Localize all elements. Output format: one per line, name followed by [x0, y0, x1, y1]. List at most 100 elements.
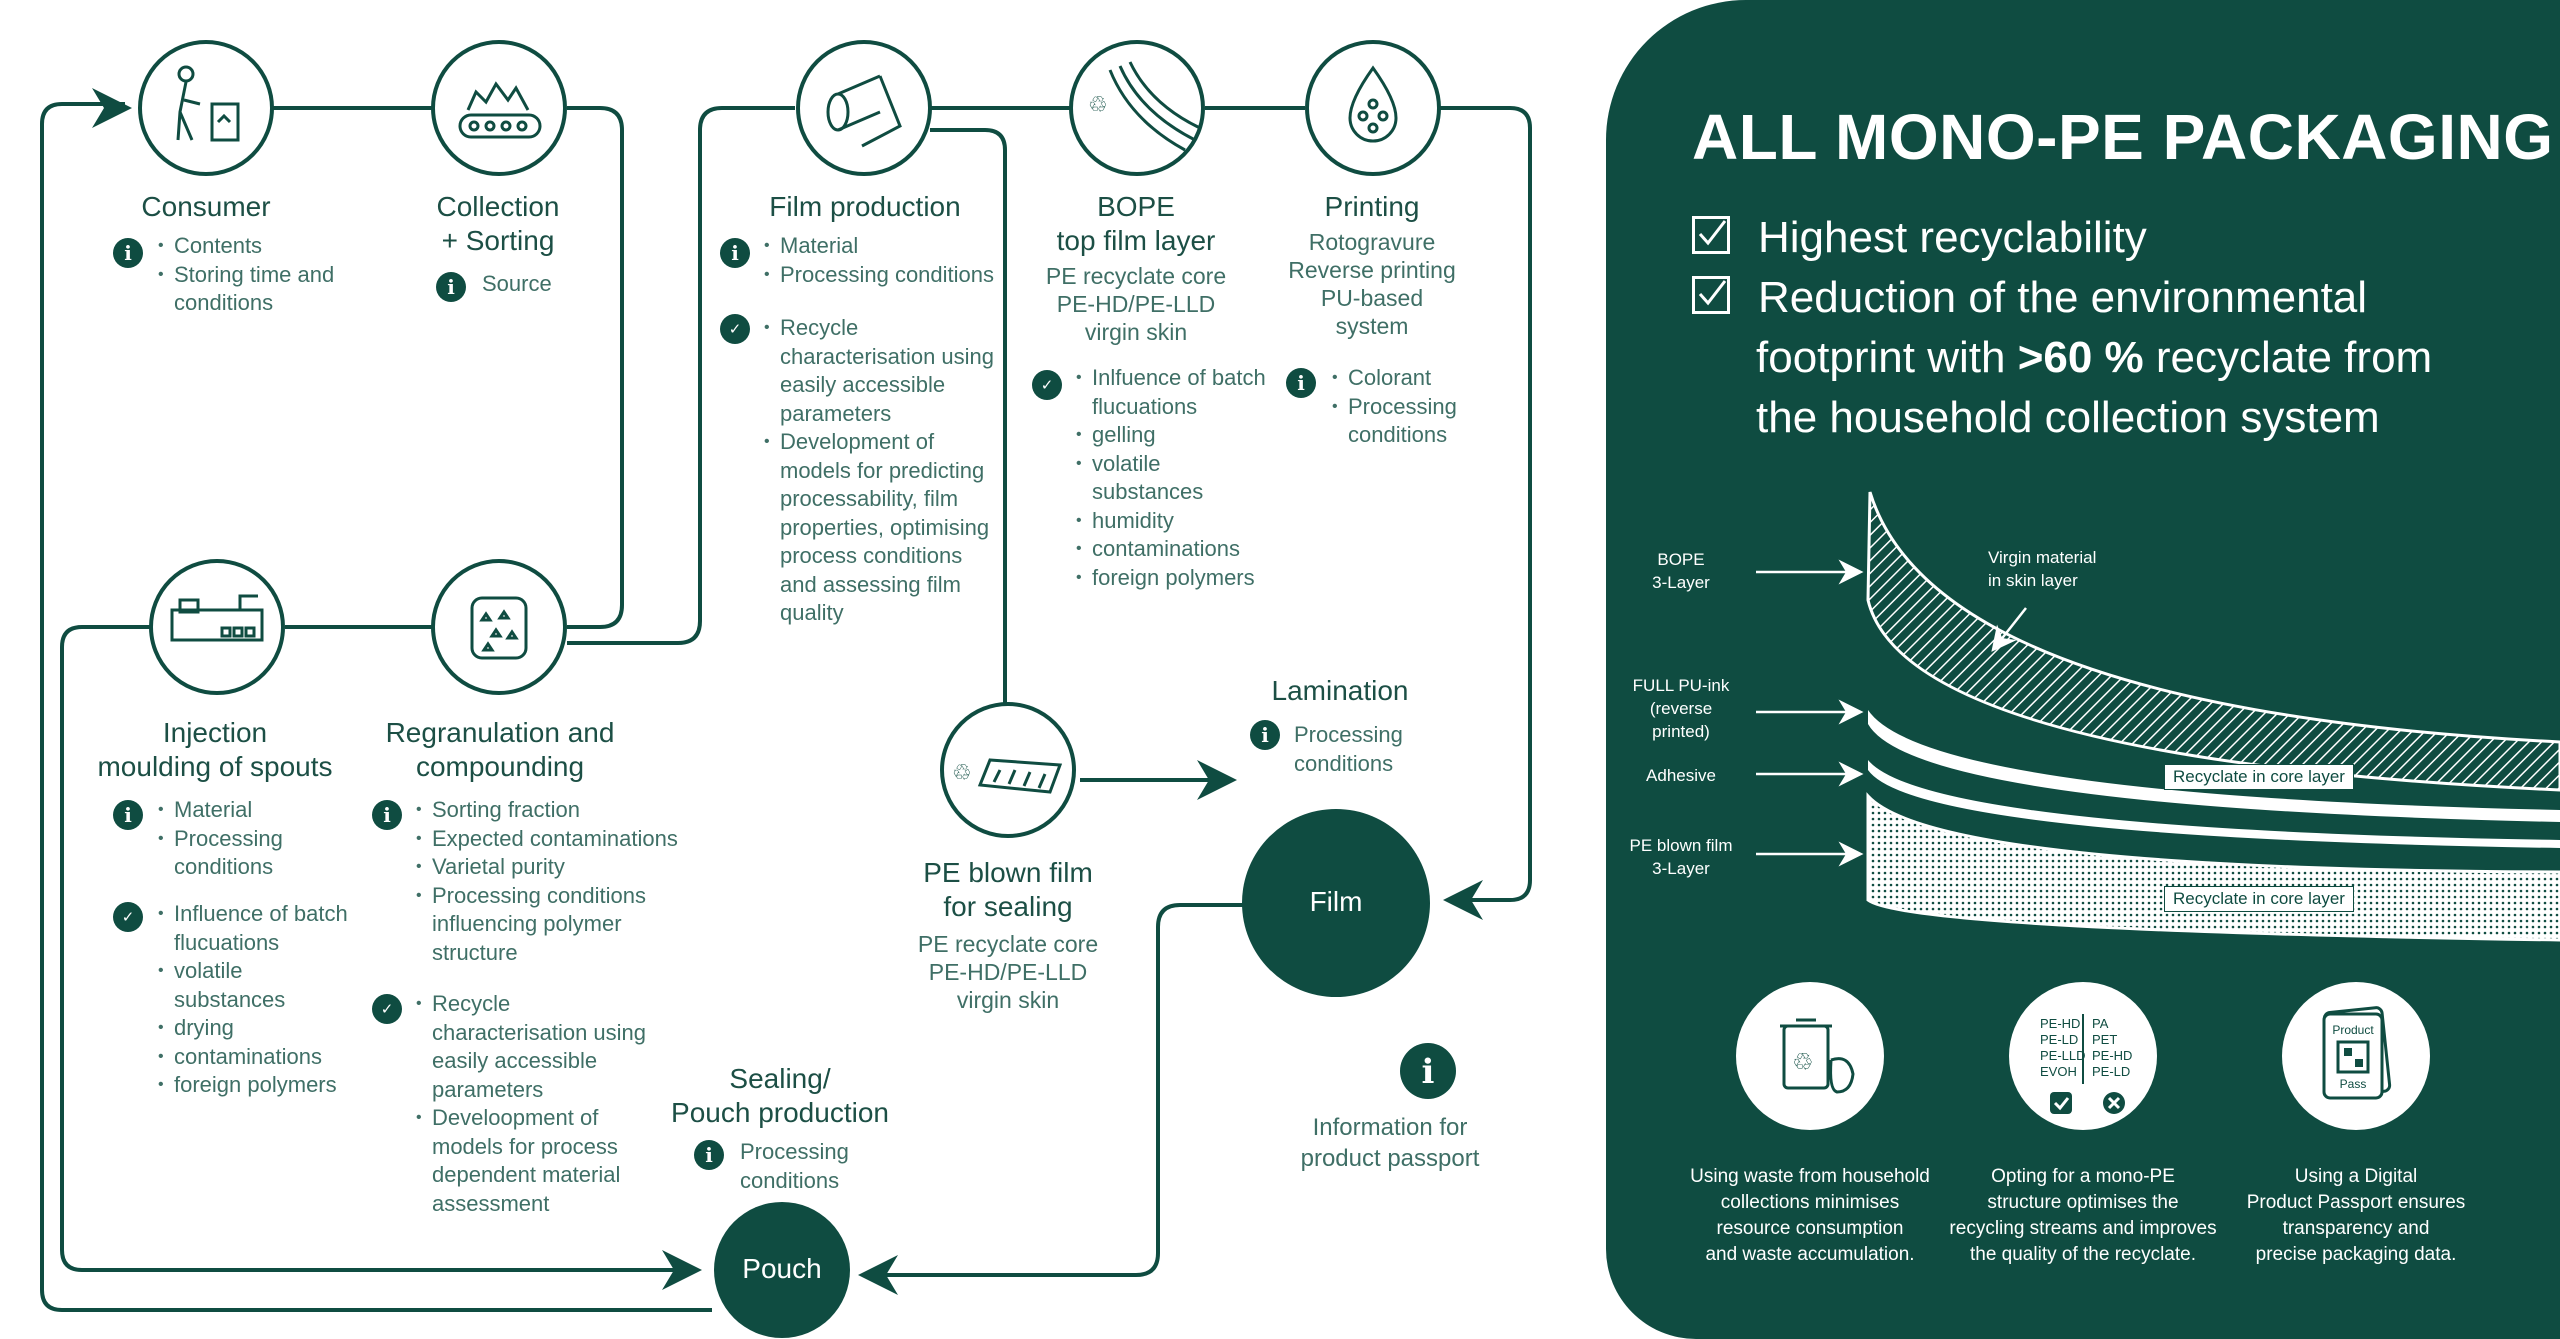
svg-text:PET: PET	[2092, 1032, 2117, 1047]
info-icon: i	[113, 800, 143, 830]
process-flow-diagram: ♲ ♲ i	[40, 40, 1532, 1338]
blown-film-icon: ♲	[952, 758, 1063, 794]
consumer-bullets: ContentsStoring time and conditions	[158, 232, 358, 318]
film-production-title: Film production	[769, 191, 961, 222]
pouch-bubble	[714, 1202, 850, 1338]
pe-blown-node	[940, 702, 1076, 838]
checkbox-icon	[1692, 276, 1730, 314]
certificate-icon: ✓	[1032, 370, 1062, 400]
injection-node	[149, 559, 285, 695]
svg-text:Product: Product	[2332, 1023, 2374, 1037]
recyclate-core-tag-2: Recyclate in core layer	[2164, 886, 2354, 912]
consumer-title: Consumer	[141, 191, 271, 222]
svg-text:PA: PA	[2092, 1016, 2109, 1031]
checkbox-icon	[1692, 216, 1730, 254]
ink-drop-icon	[1348, 65, 1398, 143]
film-roll-icon	[826, 74, 902, 148]
svg-text:PE-LLD: PE-LLD	[2040, 1048, 2086, 1063]
flow-line-regranulation-film-production	[567, 106, 795, 645]
svg-text:PE-HD: PE-HD	[2040, 1016, 2080, 1031]
sealing-info: Processing conditions	[740, 1139, 849, 1193]
pu-ink-layer	[1868, 710, 2560, 822]
flow-line-printing-film	[1440, 106, 1532, 920]
svg-text:i: i	[1422, 1052, 1435, 1092]
lamination-info: Processing conditions	[1294, 722, 1403, 776]
panel-title: ALL MONO-PE PACKAGING	[1692, 101, 2554, 173]
svg-text:EVOH: EVOH	[2040, 1064, 2077, 1079]
bope-layer	[1866, 491, 2560, 792]
svg-text:PE-LD: PE-LD	[2092, 1064, 2130, 1079]
flow-line-collection-regranulation	[567, 106, 624, 629]
bullet: Contents	[158, 232, 358, 261]
bope-cert-bullets: Inlfuence of batch flucuationsgellingvol…	[1076, 364, 1266, 592]
info-icon: i	[694, 1140, 724, 1170]
regranulation-node	[431, 559, 567, 695]
film-production-cert-bullets: Recycle characterisation using easily ac…	[764, 314, 996, 628]
collection-title: Collection+ Sorting	[436, 191, 560, 256]
certificate-icon: ✓	[720, 314, 750, 344]
check-footprint-line3: the household collection system	[1756, 393, 2380, 442]
film-production-node	[796, 40, 932, 176]
lamination-title: Lamination	[1271, 675, 1409, 706]
collection-source: Source	[482, 271, 552, 296]
certificate-icon: ✓	[372, 994, 402, 1024]
adhesive-layer-label: Adhesive	[1646, 766, 1716, 785]
printing-info-bullets: ColorantProcessing conditions	[1332, 364, 1482, 450]
svg-text:♲: ♲	[1792, 1049, 1814, 1076]
adhesive-layer	[1868, 760, 2560, 848]
flow-line-injection-pouch	[60, 625, 702, 1290]
regranulation-cert-bullets: Recycle characterisation using easily ac…	[416, 990, 652, 1218]
svg-text:♲: ♲	[1088, 92, 1108, 117]
pouch-bubble-label: Pouch	[742, 1253, 822, 1284]
waste-bin-icon	[1736, 982, 1884, 1130]
sealing-title: Sealing/Pouch production	[671, 1063, 889, 1128]
pe-blown-layer	[1866, 792, 2560, 942]
mono-pe-panel: ALL MONO-PE PACKAGING Highest recyclabil…	[1606, 0, 2560, 1339]
info-icon: i	[1286, 368, 1316, 398]
recyclate-core-tag-1: Recyclate in core layer	[2164, 764, 2354, 790]
film-layers-icon: ♲	[1088, 61, 1201, 152]
svg-text:♲: ♲	[952, 760, 972, 785]
film-production-info-bullets: MaterialProcessing conditions	[764, 232, 994, 289]
svg-text:PE-HD: PE-HD	[2092, 1048, 2132, 1063]
injection-machine-icon	[170, 594, 264, 642]
granulate-icon	[470, 596, 528, 660]
flow-line-to-consumer	[40, 102, 712, 1312]
injection-cert-bullets: Influence of batch flucuationsvolatile s…	[158, 900, 358, 1100]
flow-line-film-pouch	[858, 903, 1245, 1295]
bottom-icons: ♲ PE-HD PE-LD PE-LLD EVOH PA PET PE-HD P…	[1736, 982, 2430, 1130]
passport-info-icon: i	[1400, 1043, 1456, 1099]
film-bubble-label: Film	[1309, 886, 1363, 917]
consumer-icon	[176, 65, 240, 142]
svg-text:PE-LD: PE-LD	[2040, 1032, 2078, 1047]
bullet: Storing time and conditions	[158, 261, 358, 318]
check-footprint-line2: footprint with >60 % recyclate from	[1756, 333, 2433, 382]
injection-info-bullets: MaterialProcessing conditions	[158, 796, 358, 882]
check-footprint: Reduction of the environmental	[1692, 268, 2367, 328]
qr-code-icon	[2336, 1040, 2370, 1074]
check-recyclability: Highest recyclability	[1692, 208, 2147, 268]
film-bubble	[1242, 809, 1430, 997]
info-icon: i	[372, 800, 402, 830]
consumer-node	[138, 40, 274, 176]
info-icon: i	[436, 272, 466, 302]
layer-structure-diagram	[1756, 491, 2560, 942]
certificate-icon: ✓	[113, 902, 143, 932]
info-icon: i	[1250, 720, 1280, 750]
info-icon: i	[113, 238, 143, 268]
